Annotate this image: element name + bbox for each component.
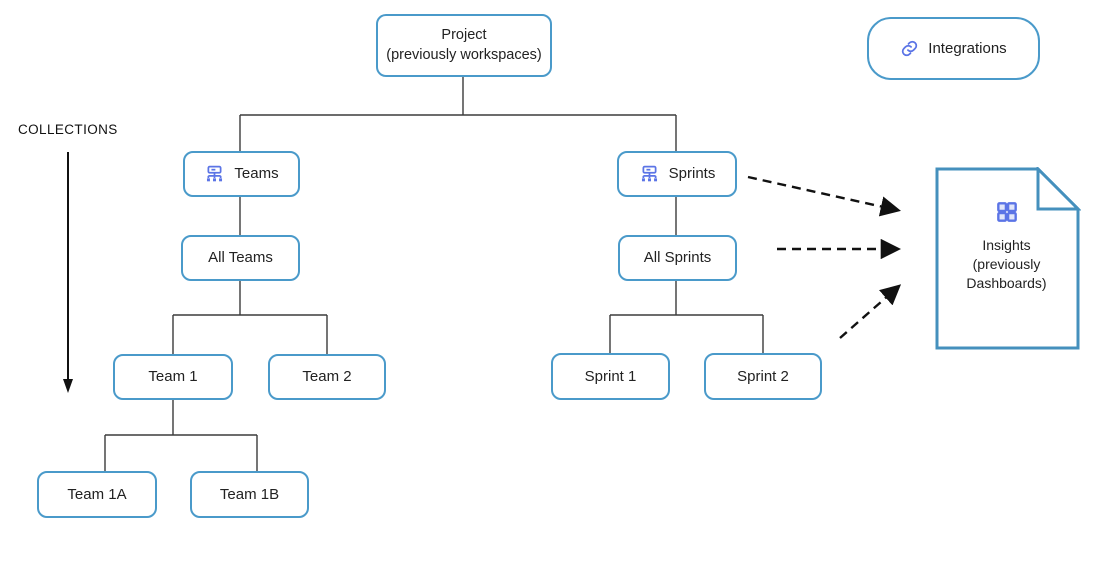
insights-label-line1: Insights bbox=[982, 237, 1031, 253]
insights-label-line3: Dashboards) bbox=[966, 275, 1047, 291]
collections-arrow bbox=[63, 152, 73, 393]
document-shape bbox=[935, 165, 1082, 350]
node-team-1a: Team 1A bbox=[37, 471, 157, 518]
connector-allteams-children bbox=[172, 281, 328, 354]
node-sprints: Sprints bbox=[617, 151, 737, 197]
project-label-line1: Project bbox=[441, 27, 487, 44]
all-teams-label: All Teams bbox=[208, 249, 273, 267]
sprint-2-label: Sprint 2 bbox=[737, 367, 789, 385]
grid-icon bbox=[994, 199, 1020, 225]
node-team-1b: Team 1B bbox=[190, 471, 309, 518]
node-insights: Insights (previously Dashboards) bbox=[935, 165, 1082, 350]
node-sprint-1: Sprint 1 bbox=[551, 353, 670, 400]
node-all-teams: All Teams bbox=[181, 235, 300, 281]
sprint-1-label: Sprint 1 bbox=[584, 367, 637, 385]
node-all-sprints: All Sprints bbox=[618, 235, 737, 281]
sprints-label: Sprints bbox=[668, 165, 716, 183]
project-label-line2: (previously workspaces) bbox=[386, 47, 542, 63]
node-team-2: Team 2 bbox=[268, 354, 386, 400]
all-sprints-label: All Sprints bbox=[643, 249, 712, 267]
team-2-label: Team 2 bbox=[302, 368, 352, 386]
node-teams: Teams bbox=[183, 151, 300, 197]
node-integrations: Integrations bbox=[867, 17, 1040, 80]
insights-label-line2: (previously bbox=[972, 256, 1041, 272]
team-1-label: Team 1 bbox=[148, 368, 198, 386]
dashed-arrow-sprint2-insights bbox=[839, 284, 902, 339]
teams-label: Teams bbox=[234, 165, 279, 183]
dashed-arrow-sprints-insights bbox=[747, 175, 901, 217]
node-sprint-2: Sprint 2 bbox=[704, 353, 822, 400]
integrations-label: Integrations bbox=[928, 39, 1007, 57]
folded-corner bbox=[1036, 165, 1082, 211]
connector-allsprints-children bbox=[609, 281, 764, 353]
node-team-1: Team 1 bbox=[113, 354, 233, 400]
node-project: Project (previously workspaces) bbox=[376, 14, 552, 77]
connector-project-children bbox=[239, 77, 677, 151]
connector-team1-children bbox=[104, 400, 258, 471]
collections-label: COLLECTIONS bbox=[18, 122, 118, 137]
team-1b-label: Team 1B bbox=[219, 485, 280, 503]
sitemap-icon bbox=[639, 164, 660, 185]
sitemap-icon bbox=[204, 164, 225, 185]
team-1a-label: Team 1A bbox=[67, 485, 127, 503]
link-icon bbox=[900, 39, 919, 58]
